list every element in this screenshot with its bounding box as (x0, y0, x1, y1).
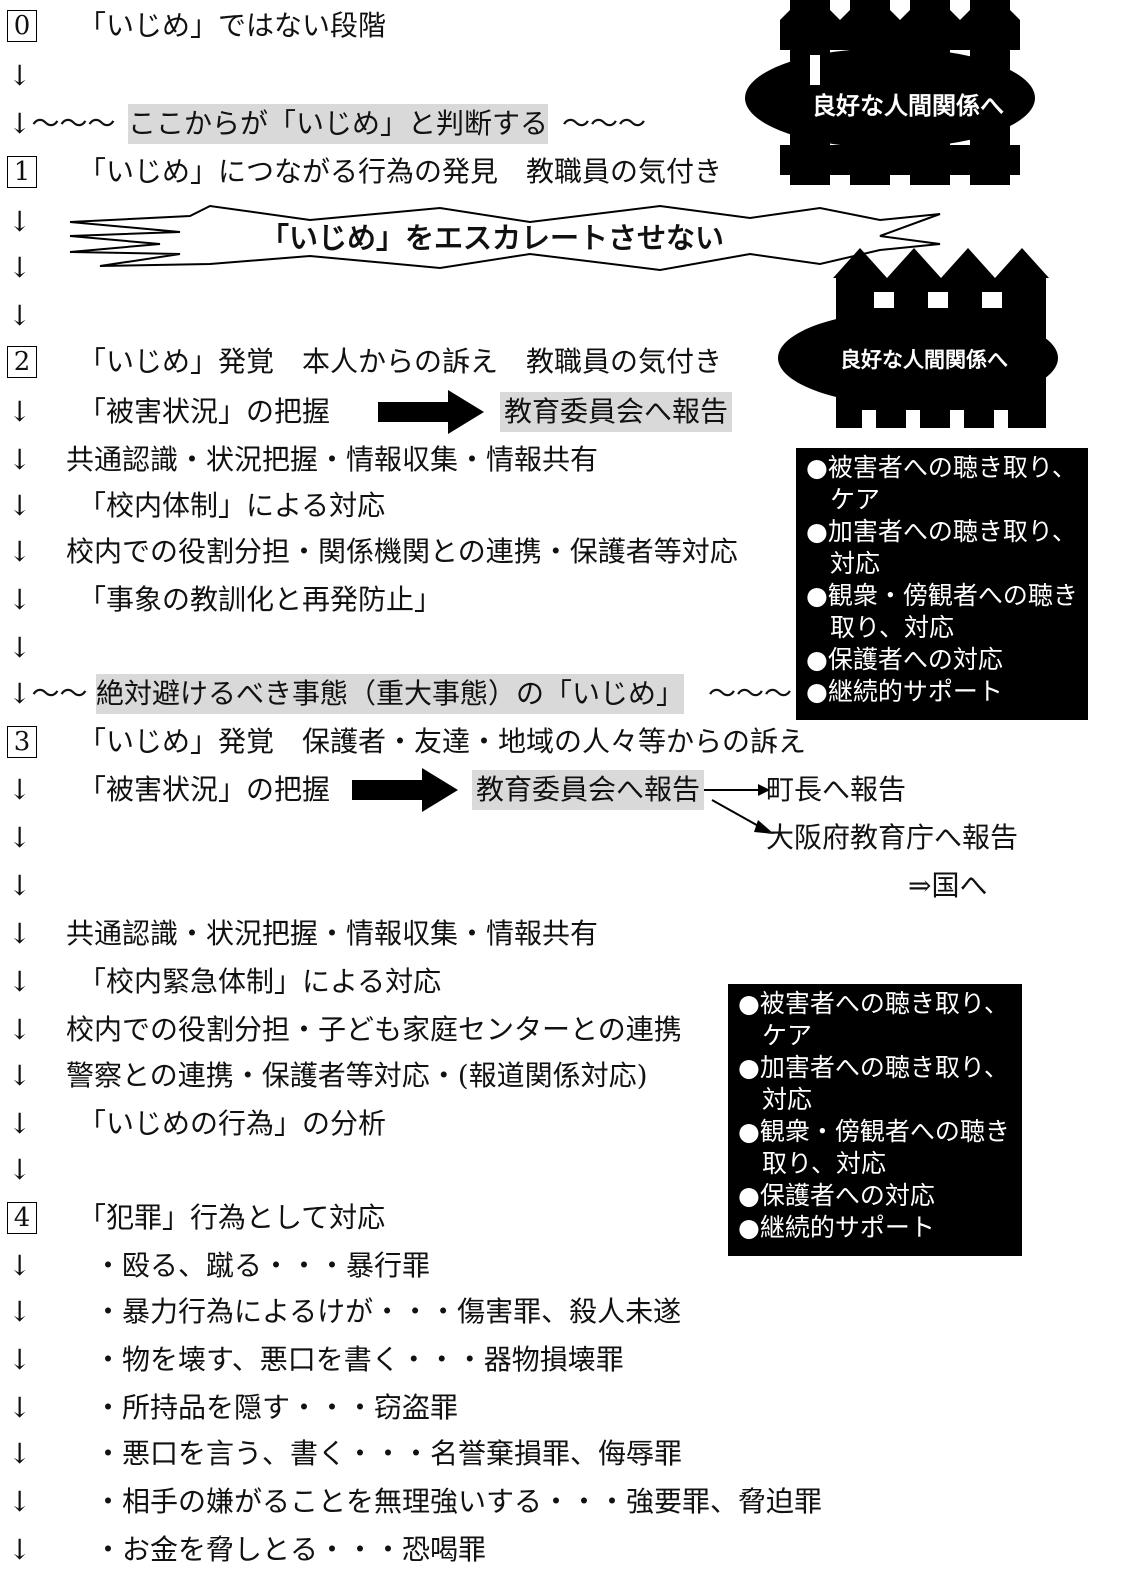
fence-icon (745, 0, 1035, 185)
step2-text: 「いじめ」発覚 本人からの訴え 教職員の気付き (78, 345, 723, 378)
response-box-2: ●被害者への聴き取り、ケア ●加害者への聴き取り、対応 ●観衆・傍観者への聴き取… (728, 984, 1022, 1256)
response-box-1: ●被害者への聴き取り、ケア ●加害者への聴き取り、対応 ●観衆・傍観者への聴き取… (796, 448, 1088, 720)
escalation-banner (69, 204, 941, 272)
judge-line-text: ここからが「いじめ」と判断する (128, 104, 549, 144)
report-board: 教育委員会へ報告 (500, 392, 733, 432)
serious-line-text: 絶対避けるべき事態（重大事態）の「いじめ」 (96, 674, 685, 714)
step1-text: 「いじめ」につながる行為の発見 教職員の気付き (78, 155, 723, 188)
fence-icon (778, 248, 1058, 428)
report-nation: ⇒国へ (908, 869, 988, 902)
right-arrow-icon (378, 390, 484, 434)
step-number-3: 3 (7, 726, 37, 758)
step-number-1: 1 (7, 156, 37, 188)
step0-text: 「いじめ」ではない段階 (78, 9, 387, 42)
step3-text: 「いじめ」発覚 保護者・友達・地域の人々等からの訴え (78, 725, 807, 758)
report-prefecture: 大阪府教育庁へ報告 (766, 821, 1019, 854)
branch-arrows (704, 784, 774, 834)
step-number-0: 0 (7, 10, 37, 42)
step-number-4: 4 (7, 1202, 37, 1234)
report-mayor: 町長へ報告 (766, 773, 907, 806)
right-arrow-icon (352, 768, 458, 812)
step-number-2: 2 (7, 346, 37, 378)
escalation-banner-text: 「いじめ」をエスカレートさせない (260, 221, 725, 255)
fence-label-1: 良好な人間関係へ (812, 92, 1004, 120)
fence-label-2: 良好な人間関係へ (840, 348, 1008, 372)
report-board: 教育委員会へ報告 (472, 770, 705, 810)
step4-text: 「犯罪」行為として対応 (78, 1201, 386, 1234)
